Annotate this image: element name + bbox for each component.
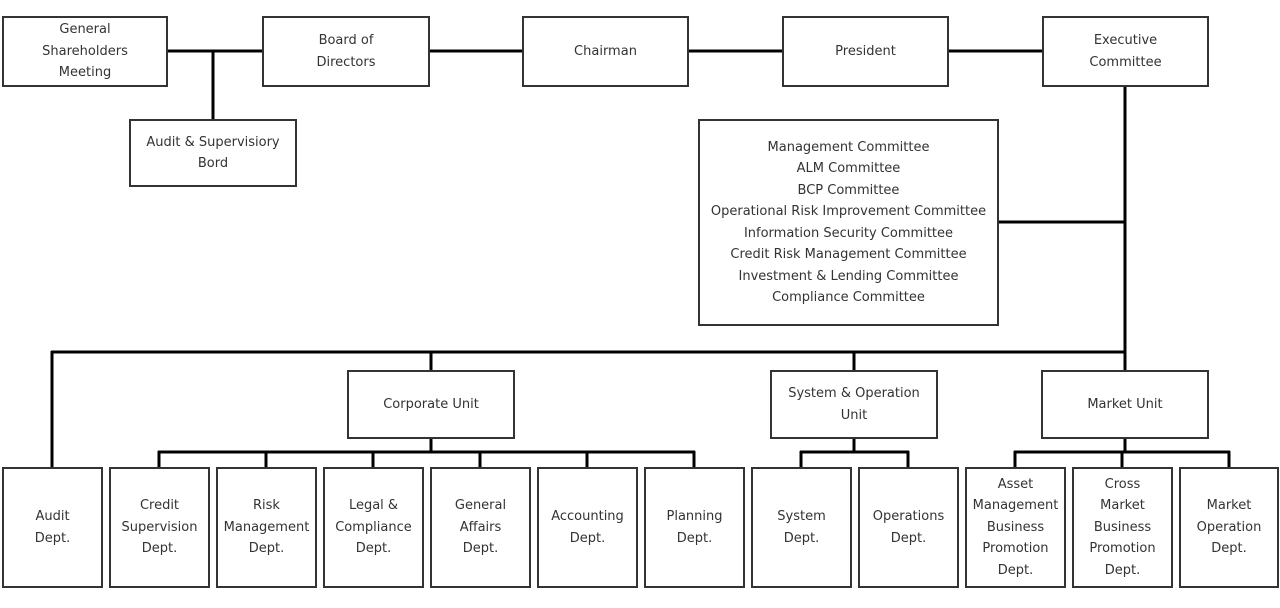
committees-box: Management Committee ALM Committee BCP C… <box>698 119 999 326</box>
dept-label: Risk Management Dept. <box>223 498 310 557</box>
planning-dept-box: Planning Dept. <box>644 467 745 588</box>
committee-item: Compliance Committee <box>772 290 925 305</box>
committee-item: Investment & Lending Committee <box>738 268 959 284</box>
dept-label: Asset Management Business Promotion Dept… <box>972 476 1059 578</box>
accounting-dept-box: Accounting Dept. <box>537 467 638 588</box>
market-unit-box: Market Unit <box>1041 370 1209 439</box>
audit-dept-box: Audit Dept. <box>2 467 103 588</box>
credit-supervision-dept-box: Credit Supervision Dept. <box>109 467 210 588</box>
committee-item: ALM Committee <box>796 161 901 176</box>
general-affairs-dept-box: General Affairs Dept. <box>430 467 531 588</box>
asset-management-dept-box: Asset Management Business Promotion Dept… <box>965 467 1066 588</box>
dept-label: Cross Market Business Promotion Dept. <box>1089 476 1156 578</box>
risk-management-dept-box: Risk Management Dept. <box>216 467 317 588</box>
committee-item: Management Committee <box>767 139 930 155</box>
corporate-unit-box: Corporate Unit <box>347 370 515 439</box>
committee-item: Information Security Committee <box>743 225 954 241</box>
corporate-unit-label: Corporate Unit <box>383 396 479 412</box>
audit-supervisory-board-label: Audit & Supervisiory Bord <box>146 134 280 172</box>
president-label: President <box>835 43 896 59</box>
dept-label: Credit Supervision Dept. <box>121 498 198 557</box>
chairman-label: Chairman <box>574 43 637 59</box>
audit-supervisory-board-box: Audit & Supervisiory Bord <box>129 119 297 187</box>
market-operation-dept-box: Market Operation Dept. <box>1179 467 1279 588</box>
committee-list: Management Committee ALM Committee BCP C… <box>711 137 986 309</box>
board-of-directors-label: Board of Directors <box>316 33 376 70</box>
cross-market-dept-box: Cross Market Business Promotion Dept. <box>1072 467 1173 588</box>
legal-compliance-dept-box: Legal & Compliance Dept. <box>323 467 424 588</box>
committee-item: Operational Risk Improvement Committee <box>710 204 987 219</box>
dept-label: Planning Dept. <box>666 509 723 546</box>
executive-committee-label: Executive Committee <box>1089 33 1162 70</box>
operations-dept-box: Operations Dept. <box>858 467 959 588</box>
dept-label: Operations Dept. <box>872 509 945 546</box>
market-unit-label: Market Unit <box>1087 396 1163 412</box>
system-operation-unit-label: System & Operation Unit <box>788 386 920 423</box>
general-shareholders-meeting-label: General Shareholders Meeting <box>42 22 128 81</box>
chairman-box: Chairman <box>522 16 689 87</box>
committee-item: BCP Committee <box>797 182 900 198</box>
president-box: President <box>782 16 949 87</box>
general-shareholders-meeting-box: General Shareholders Meeting <box>2 16 168 87</box>
board-of-directors-box: Board of Directors <box>262 16 430 87</box>
system-dept-box: System Dept. <box>751 467 852 588</box>
committee-item: Credit Risk Management Committee <box>730 247 967 262</box>
dept-label: Market Operation Dept. <box>1196 498 1262 557</box>
dept-label: Legal & Compliance Dept. <box>335 498 412 557</box>
audit-dept-label: Audit Dept. <box>34 509 71 546</box>
system-operation-unit-box: System & Operation Unit <box>770 370 938 439</box>
dept-label: General Affairs Dept. <box>454 498 507 557</box>
dept-label: System Dept. <box>777 509 826 546</box>
dept-label: Accounting Dept. <box>551 509 624 546</box>
executive-committee-box: Executive Committee <box>1042 16 1209 87</box>
